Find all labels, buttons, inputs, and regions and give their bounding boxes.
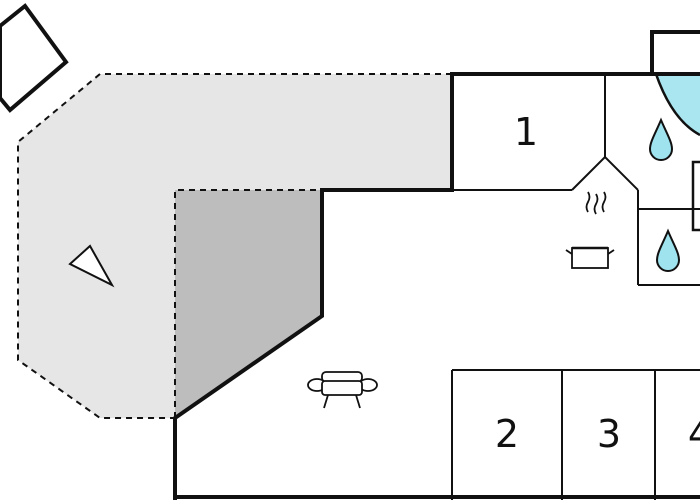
- room-label-3: 3: [597, 412, 621, 456]
- water-drop-icon: [655, 228, 681, 272]
- water-drop-icon: [648, 117, 674, 161]
- kitchen-pot-icon: [565, 191, 615, 269]
- direction-arrow-icon: [68, 244, 115, 288]
- outbuilding-icon: [0, 3, 69, 113]
- terrace-light: [17, 73, 452, 419]
- room-label-4: 4: [688, 412, 700, 456]
- room-label-1: 1: [514, 110, 538, 154]
- pool-icon: [654, 73, 700, 137]
- building-walls: [173, 30, 700, 500]
- sofa-icon: [307, 371, 378, 409]
- terrace-dark: [174, 189, 322, 418]
- room-label-2: 2: [495, 412, 519, 456]
